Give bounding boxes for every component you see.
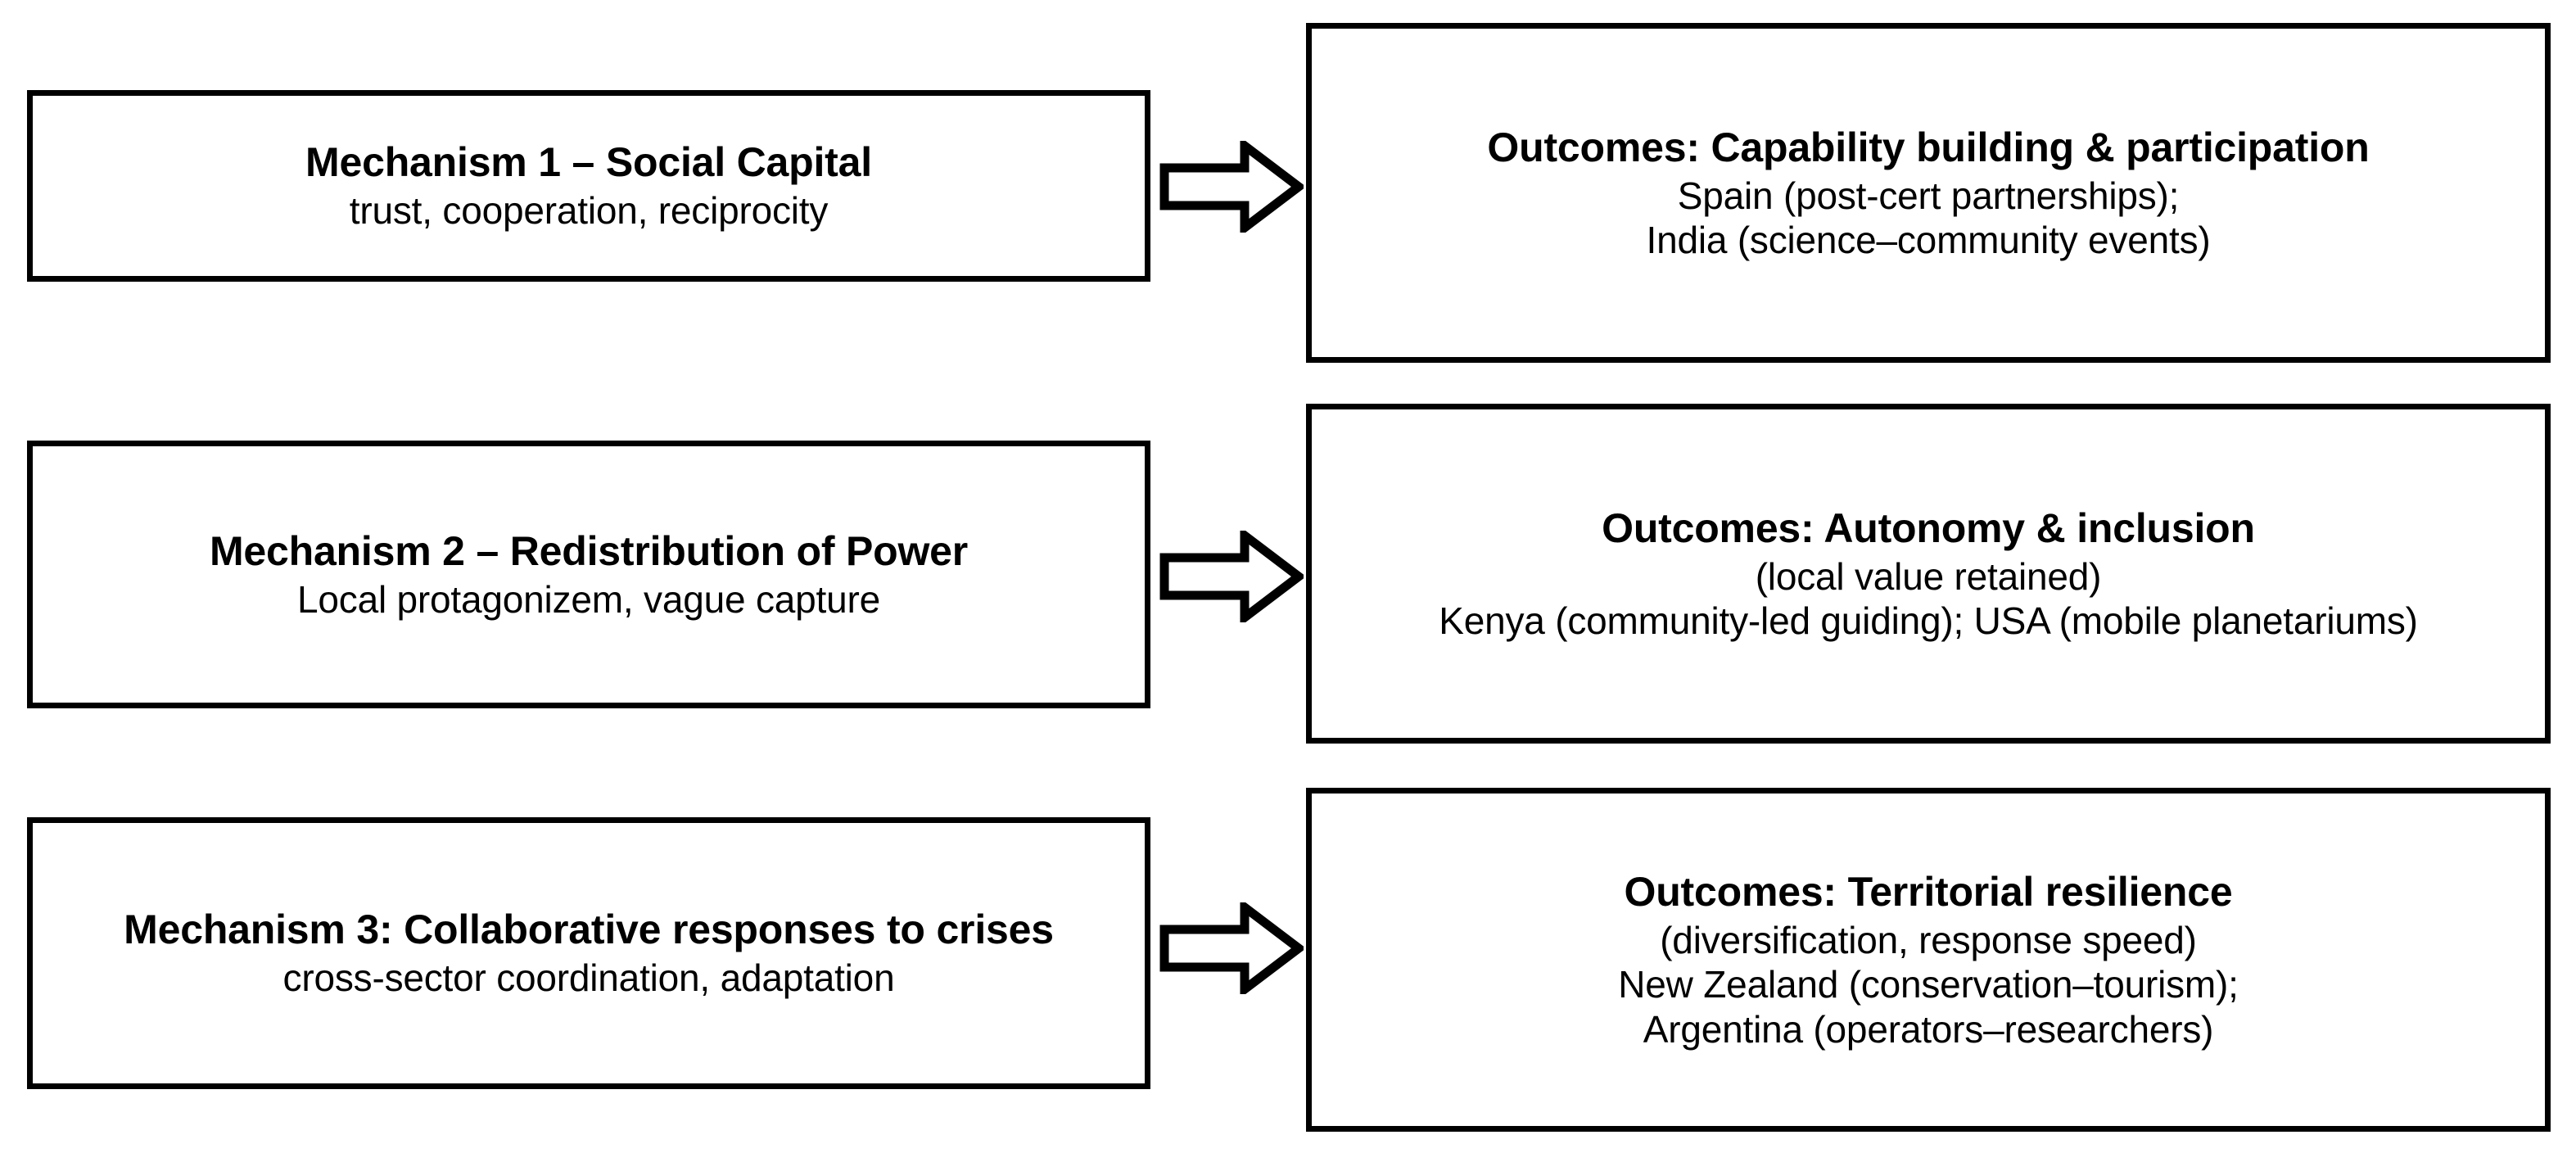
mechanism-1-title: Mechanism 1 – Social Capital bbox=[305, 139, 872, 186]
block-arrow-right-icon bbox=[1159, 141, 1304, 233]
outcome-2-subtitle: (local value retained) Kenya (community-… bbox=[1439, 554, 2418, 642]
outcome-box-3: Outcomes: Territorial resilience (divers… bbox=[1306, 788, 2551, 1132]
arrow-connector-3 bbox=[1159, 902, 1304, 994]
mechanism-box-1: Mechanism 1 – Social Capital trust, coop… bbox=[27, 90, 1150, 282]
outcome-1-title: Outcomes: Capability building & particip… bbox=[1487, 124, 2370, 170]
mechanism-1-subtitle: trust, cooperation, reciprocity bbox=[349, 189, 829, 233]
mechanism-2-title: Mechanism 2 – Redistribution of Power bbox=[209, 527, 969, 574]
mechanism-2-subtitle: Local protagonizem, vague capture bbox=[297, 577, 880, 621]
block-arrow-right-icon bbox=[1159, 902, 1304, 994]
mechanism-3-title: Mechanism 3: Collaborative responses to … bbox=[124, 907, 1054, 953]
block-arrow-right-icon bbox=[1159, 531, 1304, 622]
arrow-connector-1 bbox=[1159, 141, 1304, 233]
outcome-box-2: Outcomes: Autonomy & inclusion (local va… bbox=[1306, 404, 2551, 744]
outcome-box-1: Outcomes: Capability building & particip… bbox=[1306, 23, 2551, 363]
mechanism-box-2: Mechanism 2 – Redistribution of Power Lo… bbox=[27, 441, 1150, 708]
mechanism-3-subtitle: cross-sector coordination, adaptation bbox=[282, 956, 895, 1000]
outcome-2-title: Outcomes: Autonomy & inclusion bbox=[1602, 504, 2255, 551]
mechanism-box-3: Mechanism 3: Collaborative responses to … bbox=[27, 817, 1150, 1089]
outcome-3-subtitle: (diversification, response speed) New Ze… bbox=[1618, 919, 2239, 1051]
outcome-1-subtitle: Spain (post-cert partnerships); India (s… bbox=[1646, 174, 2211, 261]
arrow-connector-2 bbox=[1159, 531, 1304, 622]
outcome-3-title: Outcomes: Territorial resilience bbox=[1624, 869, 2233, 916]
